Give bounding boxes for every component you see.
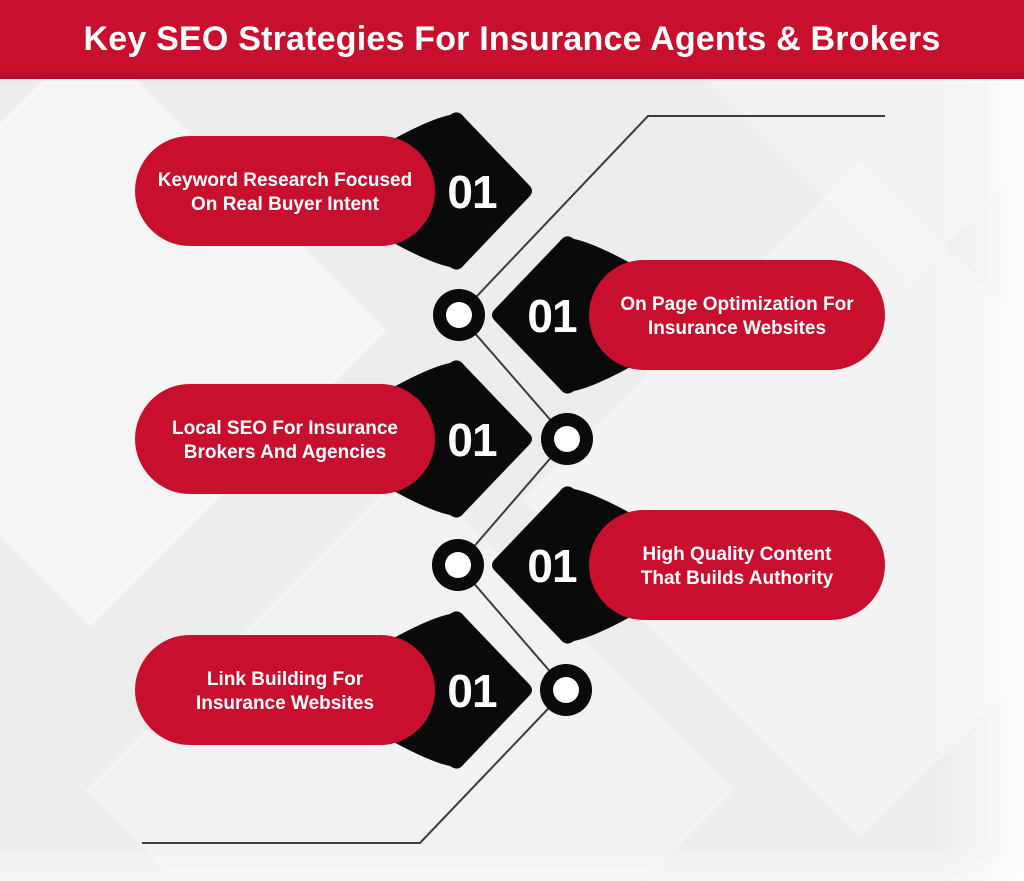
arrow-right-icon [390, 360, 532, 518]
connector-node [432, 539, 484, 591]
step-number: 01 [447, 166, 497, 218]
title-banner: Key SEO Strategies For Insurance Agents … [0, 0, 1024, 79]
pill [589, 510, 885, 620]
background-light-band [939, 79, 1024, 881]
background-light-band [0, 841, 1024, 881]
connector-node [541, 413, 593, 465]
connector-line [142, 115, 885, 844]
strategy-row: Keyword Research Focused On Real Buyer I… [135, 112, 532, 270]
pill-text-line1: Keyword Research Focused [158, 170, 412, 191]
strategy-row: Link Building For Insurance Websites 01 [135, 611, 532, 769]
pill-text-line1: On Page Optimization For [620, 294, 854, 315]
pill [589, 260, 885, 370]
strategy-row: Local SEO For Insurance Brokers And Agen… [135, 360, 532, 518]
pill [135, 384, 435, 494]
pill-text-line2: Insurance Websites [648, 318, 826, 339]
pill-text-line2: That Builds Authority [641, 568, 834, 589]
arrow-right-icon [390, 611, 532, 769]
pill-text-line2: Insurance Websites [196, 693, 374, 714]
arrow-left-icon [492, 486, 634, 644]
pill-text-line1: Link Building For [207, 669, 364, 690]
pill-text-line1: High Quality Content [643, 544, 833, 565]
step-number: 01 [447, 414, 497, 466]
pill-text-line1: Local SEO For Insurance [172, 418, 398, 439]
connector-node [433, 289, 485, 341]
step-number: 01 [447, 665, 497, 717]
strategy-row: On Page Optimization For Insurance Websi… [492, 236, 885, 394]
pill [135, 635, 435, 745]
pill [135, 136, 435, 246]
arrow-right-icon [390, 112, 532, 270]
arrow-left-icon [492, 236, 634, 394]
step-number: 01 [527, 290, 577, 342]
pill-text-line2: On Real Buyer Intent [191, 194, 380, 215]
step-number: 01 [527, 540, 577, 592]
strategy-row: High Quality Content That Builds Authori… [492, 486, 885, 644]
page-title: Key SEO Strategies For Insurance Agents … [83, 20, 941, 58]
connector-node [540, 664, 592, 716]
pill-text-line2: Brokers And Agencies [184, 442, 386, 463]
